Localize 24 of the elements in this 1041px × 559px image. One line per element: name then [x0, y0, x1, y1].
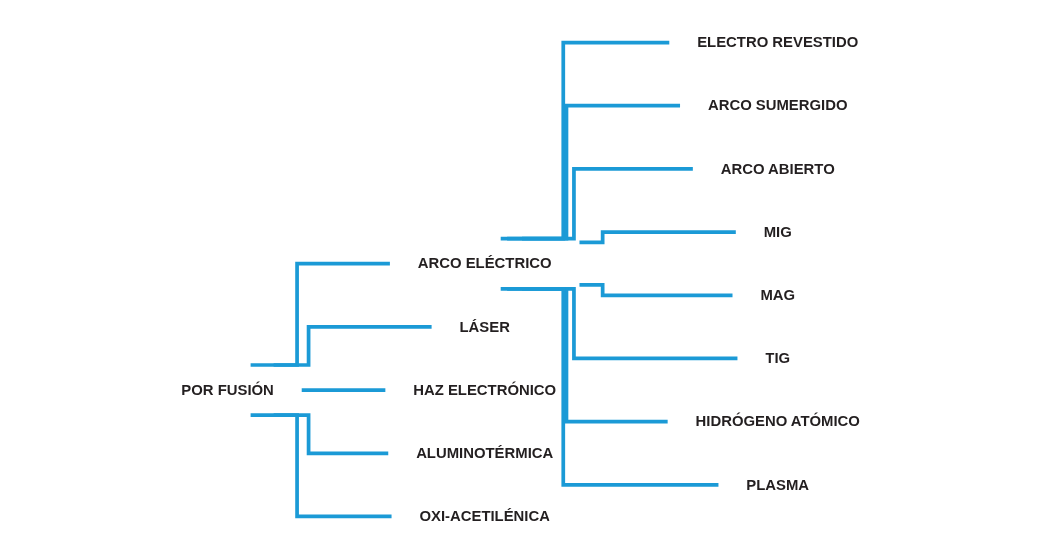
- connector: [301, 388, 386, 392]
- connector: [273, 325, 432, 367]
- connector: [507, 103, 680, 241]
- connector: [250, 261, 390, 367]
- connector: [579, 230, 736, 245]
- node-text: ELECTRO REVESTIDO: [697, 34, 859, 50]
- connector: [521, 167, 693, 241]
- node-text: ARCO ELÉCTRICO: [417, 255, 552, 272]
- node-text: ALUMINOTÉRMICA: [416, 444, 554, 461]
- connector: [579, 283, 733, 298]
- node-text: HIDRÓGENO ATÓMICO: [695, 413, 860, 430]
- node-text: ARCO ABIERTO: [720, 160, 835, 177]
- node-text: PLASMA: [746, 476, 809, 493]
- node-text: OXI-ACETILÉNICA: [419, 508, 550, 524]
- node-text: LÁSER: [459, 318, 510, 335]
- node-text: ARCO SUMERGIDO: [707, 97, 848, 114]
- node-text: TIG: [765, 350, 790, 366]
- connector: [250, 413, 392, 519]
- node-text: MIG: [763, 223, 792, 240]
- connector: [500, 286, 719, 487]
- node-text: POR FUSIÓN: [181, 381, 274, 398]
- node-text: HAZ ELECTRÓNICO: [413, 381, 557, 398]
- connector: [500, 40, 670, 241]
- node-text: MAG: [760, 286, 795, 303]
